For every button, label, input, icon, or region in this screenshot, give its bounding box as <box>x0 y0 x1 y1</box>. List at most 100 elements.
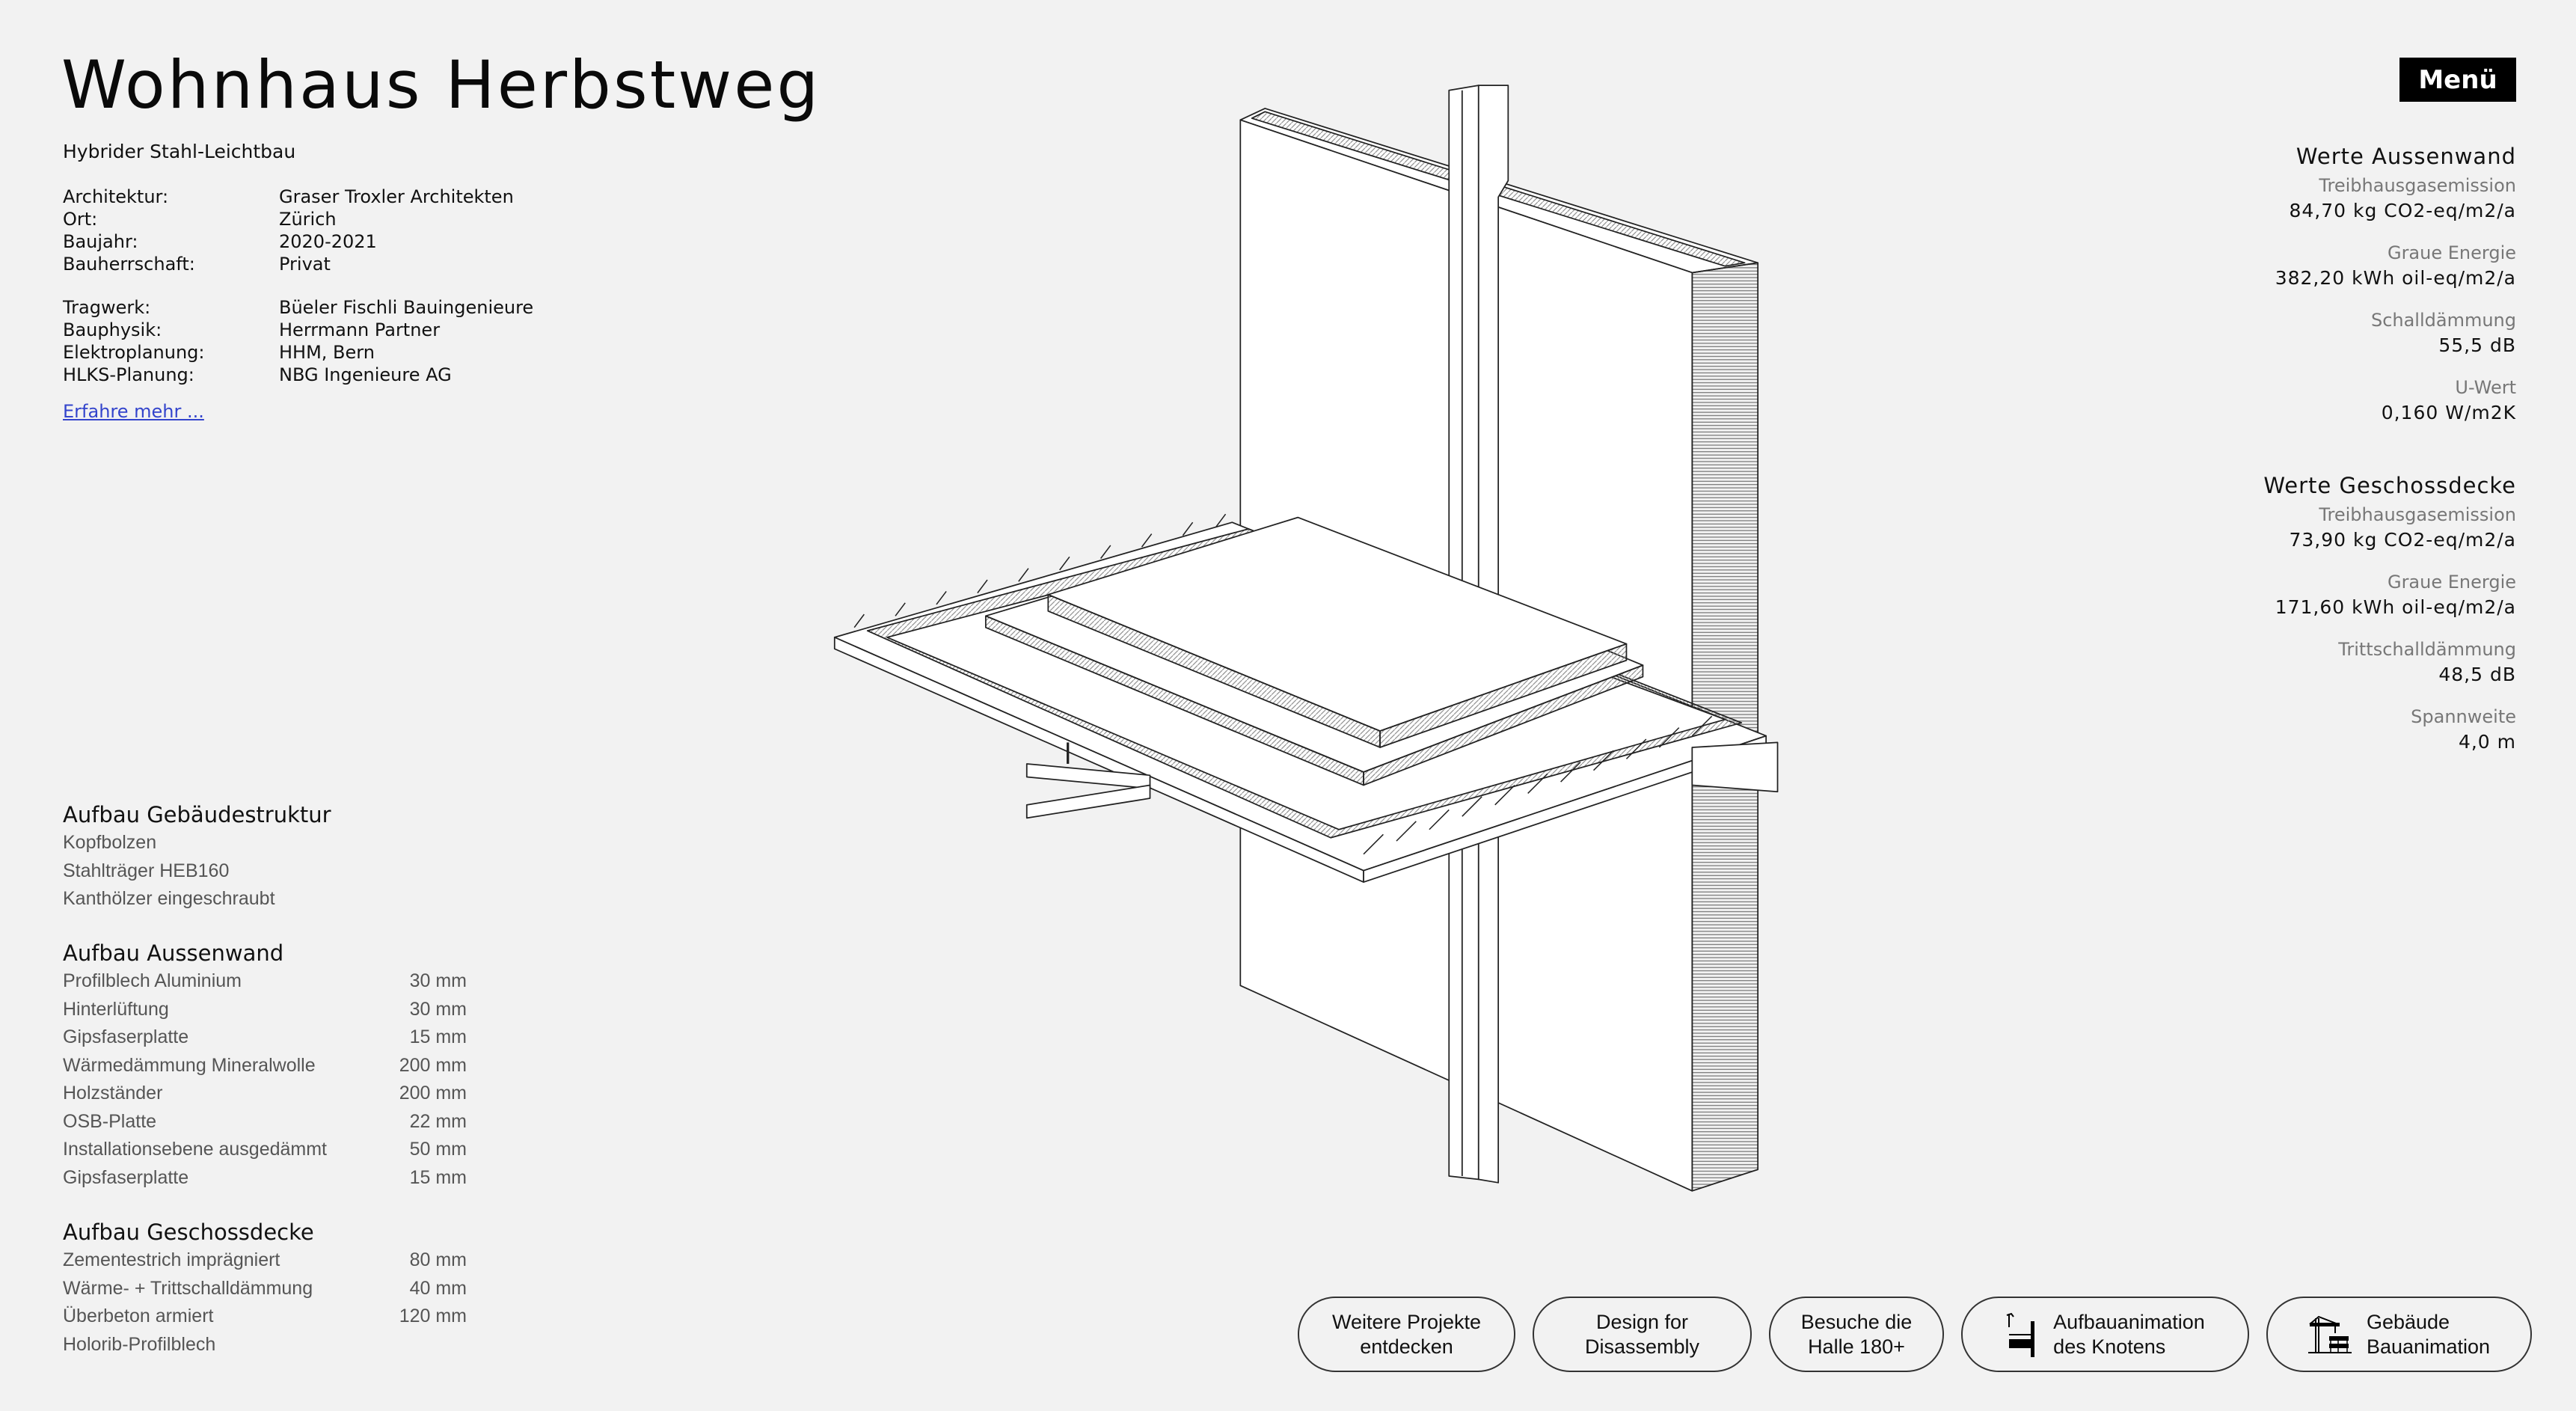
info-row: Ort:Zürich <box>63 208 514 230</box>
values-title: Werte Geschossdecke <box>2263 473 2516 498</box>
value-text: 48,5 dB <box>2438 664 2516 685</box>
layer-item: Installationsebene ausgedämmt 50 mm <box>63 1136 467 1164</box>
layer-value: 80 mm <box>409 1249 467 1270</box>
layer-item: Zementestrich imprägniert 80 mm <box>63 1246 467 1275</box>
layer-value: 120 mm <box>399 1306 467 1326</box>
info-row: Bauphysik: Herrmann Partner <box>63 319 533 341</box>
value-text: 0,160 W/m2K <box>2381 402 2516 423</box>
layer-name: Überbeton armiert <box>63 1306 214 1326</box>
section-title: Aufbau Aussenwand <box>63 940 284 966</box>
layer-value: 15 mm <box>409 1026 467 1047</box>
layer-name: Gipsfaserplatte <box>63 1166 189 1188</box>
value-label: Graue Energie <box>2387 572 2516 593</box>
layer-name: Installationsebene ausgedämmt <box>63 1139 328 1160</box>
layer-item: Holorib-Profilblech <box>63 1331 467 1359</box>
info-label: Bauphysik: <box>63 319 162 340</box>
layer-value: 15 mm <box>409 1166 467 1188</box>
info-label: Baujahr: <box>63 231 138 252</box>
layer-value: 200 mm <box>399 1083 467 1104</box>
info-value: Zürich <box>279 209 337 230</box>
button-label: Halle 180+ <box>1808 1335 1905 1358</box>
info-value: 2020-2021 <box>279 231 377 252</box>
value-text: 84,70 kg CO2-eq/m2/a <box>2289 200 2516 221</box>
slab-ribs <box>853 513 1713 855</box>
subtitle: Hybrider Stahl-Leichtbau <box>63 141 296 162</box>
value-text: 171,60 kWh oil-eq/m2/a <box>2275 596 2516 618</box>
layer-name: Gipsfaserplatte <box>63 1026 189 1047</box>
info-row: Tragwerk: Büeler Fischli Bauingenieure <box>63 296 533 319</box>
value-text: 382,20 kWh oil-eq/m2/a <box>2275 267 2516 289</box>
button-label: Bauanimation <box>2366 1335 2491 1358</box>
info-value: Herrmann Partner <box>279 319 441 340</box>
layer-name: Wärmedämmung Mineralwolle <box>63 1054 316 1076</box>
section-title: Aufbau Gebäudestruktur <box>63 802 331 827</box>
button-label: Weitere Projekte <box>1331 1310 1482 1333</box>
info-label: Elektroplanung: <box>63 342 205 363</box>
section-floor-slab: Aufbau Geschossdecke Zementestrich imprä… <box>63 1219 467 1359</box>
menu-button[interactable]: Menü <box>2399 58 2516 102</box>
value-label: Trittschalldämmung <box>2338 639 2516 660</box>
layer-item: Überbeton armiert 120 mm <box>63 1303 467 1331</box>
layer-name: Hinterlüftung <box>63 998 169 1020</box>
node-assembly-icon <box>2006 1312 2035 1357</box>
info-label: HLKS-Planung: <box>63 364 194 385</box>
page-title: Wohnhaus Herbstweg <box>61 46 821 123</box>
layer-name: Kopfbolzen <box>63 832 157 853</box>
info-label: Tragwerk: <box>63 297 151 318</box>
info-value: Büeler Fischli Bauingenieure <box>279 297 534 318</box>
layer-name: Wärme- + Trittschalldämmung <box>63 1277 313 1299</box>
button-label: Design for <box>1595 1310 1689 1333</box>
value-text: 4,0 m <box>2458 731 2516 753</box>
layer-item: Kanthölzer eingeschraubt <box>63 885 467 913</box>
layer-value: 50 mm <box>409 1139 467 1160</box>
layer-item: Kopfbolzen <box>63 829 467 857</box>
layer-value: 30 mm <box>409 998 467 1020</box>
crane-icon <box>2307 1315 2352 1353</box>
layer-name: OSB-Platte <box>63 1110 157 1132</box>
values-floor-slab: Werte Geschossdecke Treibhausgasemission… <box>2263 473 2516 772</box>
layer-name: Stahlträger HEB160 <box>63 860 230 881</box>
team-info: Tragwerk: Büeler Fischli Bauingenieure Ba… <box>63 296 533 386</box>
layer-item: Hinterlüftung 30 mm <box>63 996 467 1024</box>
layer-name: Zementestrich imprägniert <box>63 1249 280 1270</box>
learn-more-link[interactable]: Erfahre mehr ... <box>63 401 204 422</box>
button-label: Besuche die <box>1800 1310 1913 1333</box>
info-row: Bauherrschaft:Privat <box>63 253 514 275</box>
info-row: Architektur: Graser Troxler Architekten <box>63 186 514 208</box>
info-label: Bauherrschaft: <box>63 254 195 275</box>
layer-value: 22 mm <box>409 1110 467 1132</box>
info-value: Graser Troxler Architekten <box>279 186 514 207</box>
layer-item: Stahlträger HEB160 <box>63 857 467 886</box>
info-value: NBG Ingenieure AG <box>279 364 452 385</box>
section-building-structure: Aufbau Gebäudestruktur Kopfbolzen Stahlt… <box>63 802 467 913</box>
button-label: Disassembly <box>1584 1335 1700 1358</box>
button-label: Aufbauanimation <box>2053 1310 2205 1333</box>
info-value: HHM, Bern <box>279 342 375 363</box>
info-label: Architektur: <box>63 186 169 207</box>
layer-value: 40 mm <box>409 1277 467 1299</box>
value-label: Spannweite <box>2411 706 2516 727</box>
value-text: 55,5 dB <box>2438 334 2516 356</box>
value-label: Treibhausgasemission <box>2319 175 2516 196</box>
button-label: Gebäude <box>2366 1310 2450 1333</box>
info-row: HLKS-Planung: NBG Ingenieure AG <box>63 364 533 386</box>
info-row: Baujahr: 2020-2021 <box>63 230 514 253</box>
layer-value: 30 mm <box>409 970 467 991</box>
layer-name: Holorib-Profilblech <box>63 1333 216 1355</box>
value-label: U-Wert <box>2455 377 2516 398</box>
value-label: Schalldämmung <box>2370 310 2516 331</box>
layer-item: Gipsfaserplatte 15 mm <box>63 1164 467 1193</box>
layer-item: OSB-Platte 22 mm <box>63 1108 467 1136</box>
value-text: 73,90 kg CO2-eq/m2/a <box>2289 529 2516 551</box>
